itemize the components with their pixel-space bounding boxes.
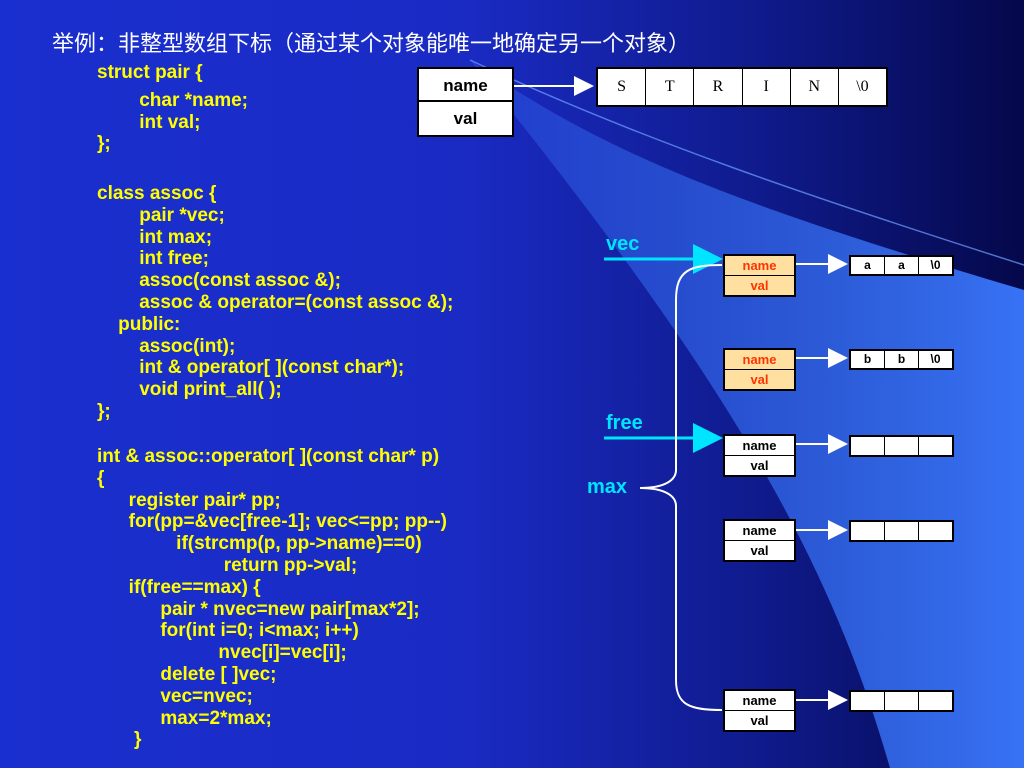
string-box <box>849 520 954 542</box>
char-cell: R <box>694 69 743 105</box>
max-label: max <box>587 476 628 498</box>
code-line: max=2*max; <box>97 707 272 729</box>
string-box: a a \0 <box>849 255 954 276</box>
code-line: int & assoc::operator[ ](const char* p) <box>97 446 440 467</box>
pair-name-cell: name <box>725 256 794 276</box>
code-line: assoc & operator=(const assoc &); <box>97 291 454 313</box>
pair-val-cell: val <box>750 543 769 558</box>
pair-box: name val <box>723 348 796 391</box>
char-cell <box>851 522 885 540</box>
code-line: pair *vec; <box>97 204 225 226</box>
code-line: nvec[i]=vec[i]; <box>97 642 347 664</box>
code-line: int max; <box>97 226 213 248</box>
char-cell: N <box>791 69 839 105</box>
code-line: if(strcmp(p, pp->name)==0) <box>97 533 422 555</box>
code-line: int val; <box>97 111 201 133</box>
code-line: assoc(int); <box>97 335 236 357</box>
code-line: vec=nvec; <box>97 685 253 707</box>
code-line: for(pp=&vec[free-1]; vec<=pp; pp--) <box>97 511 447 533</box>
string-box: b b \0 <box>849 349 954 370</box>
code-line: assoc(const assoc &); <box>97 270 341 292</box>
char-cell: I <box>743 69 791 105</box>
code-line: void print_all( ); <box>97 379 282 401</box>
code-line: }; <box>97 400 111 422</box>
char-cell <box>885 522 919 540</box>
pair-box: name val <box>723 254 796 297</box>
pair-box: name val <box>723 689 796 732</box>
char-cell <box>851 437 885 455</box>
pair-diagram-box: name val <box>417 67 514 137</box>
pair-name-cell: name <box>725 350 794 370</box>
string-box <box>849 435 954 457</box>
pair-val-cell: val <box>750 458 769 473</box>
char-cell <box>885 692 919 710</box>
slide-title: 举例：非整型数组下标（通过某个对象能唯一地确定另一个对象） <box>52 32 691 57</box>
code-line: delete [ ]vec; <box>97 663 277 685</box>
char-cell: \0 <box>930 352 941 366</box>
code-line: int & operator[ ](const char*); <box>97 357 405 379</box>
pair-name-cell: name <box>725 521 794 541</box>
code-line: pair * nvec=new pair[max*2]; <box>97 598 420 620</box>
pair-name-cell: name <box>725 436 794 456</box>
code-pair-struct: struct pair { char *name; int val;}; <box>97 62 248 155</box>
code-line: }; <box>97 133 111 155</box>
char-cell <box>885 437 919 455</box>
pair-box: name val <box>723 519 796 562</box>
pair-box: name val <box>723 434 796 477</box>
string-diagram: S T R I N \0 <box>596 67 888 107</box>
code-line: for(int i=0; i<max; i++) <box>97 620 359 642</box>
code-line: char *name; <box>97 89 248 111</box>
string-box <box>849 690 954 712</box>
code-line: if(free==max) { <box>97 576 261 598</box>
code-line: } <box>97 729 142 751</box>
char-cell: \0 <box>856 78 869 95</box>
char-cell <box>919 692 952 710</box>
code-line: { <box>97 467 105 489</box>
pair-val-cell: val <box>453 109 478 128</box>
pair-name-cell: name <box>419 69 512 102</box>
char-cell: a <box>851 257 885 274</box>
char-cell: b <box>885 351 919 368</box>
pair-val-cell: val <box>750 713 769 728</box>
char-cell <box>919 522 952 540</box>
char-cell: a <box>885 257 919 274</box>
free-label: free <box>606 412 643 434</box>
code-line: public: <box>97 313 181 335</box>
code-line: class assoc { <box>97 183 217 204</box>
code-line: register pair* pp; <box>97 489 281 511</box>
vec-label: vec <box>606 233 640 255</box>
code-assoc-class: class assoc { pair *vec; int max; int fr… <box>97 183 453 423</box>
pair-val-cell: val <box>750 278 769 293</box>
char-cell <box>851 692 885 710</box>
char-cell <box>919 437 952 455</box>
code-line: return pp->val; <box>97 554 358 576</box>
char-cell: b <box>851 351 885 368</box>
char-cell: \0 <box>930 258 941 272</box>
char-cell: S <box>598 69 647 105</box>
pair-val-cell: val <box>750 372 769 387</box>
code-operator-def: int & assoc::operator[ ](const char* p){… <box>97 446 447 751</box>
code-line: struct pair { <box>97 62 203 83</box>
char-cell: T <box>646 69 695 105</box>
code-line: int free; <box>97 248 209 270</box>
pair-name-cell: name <box>725 691 794 711</box>
